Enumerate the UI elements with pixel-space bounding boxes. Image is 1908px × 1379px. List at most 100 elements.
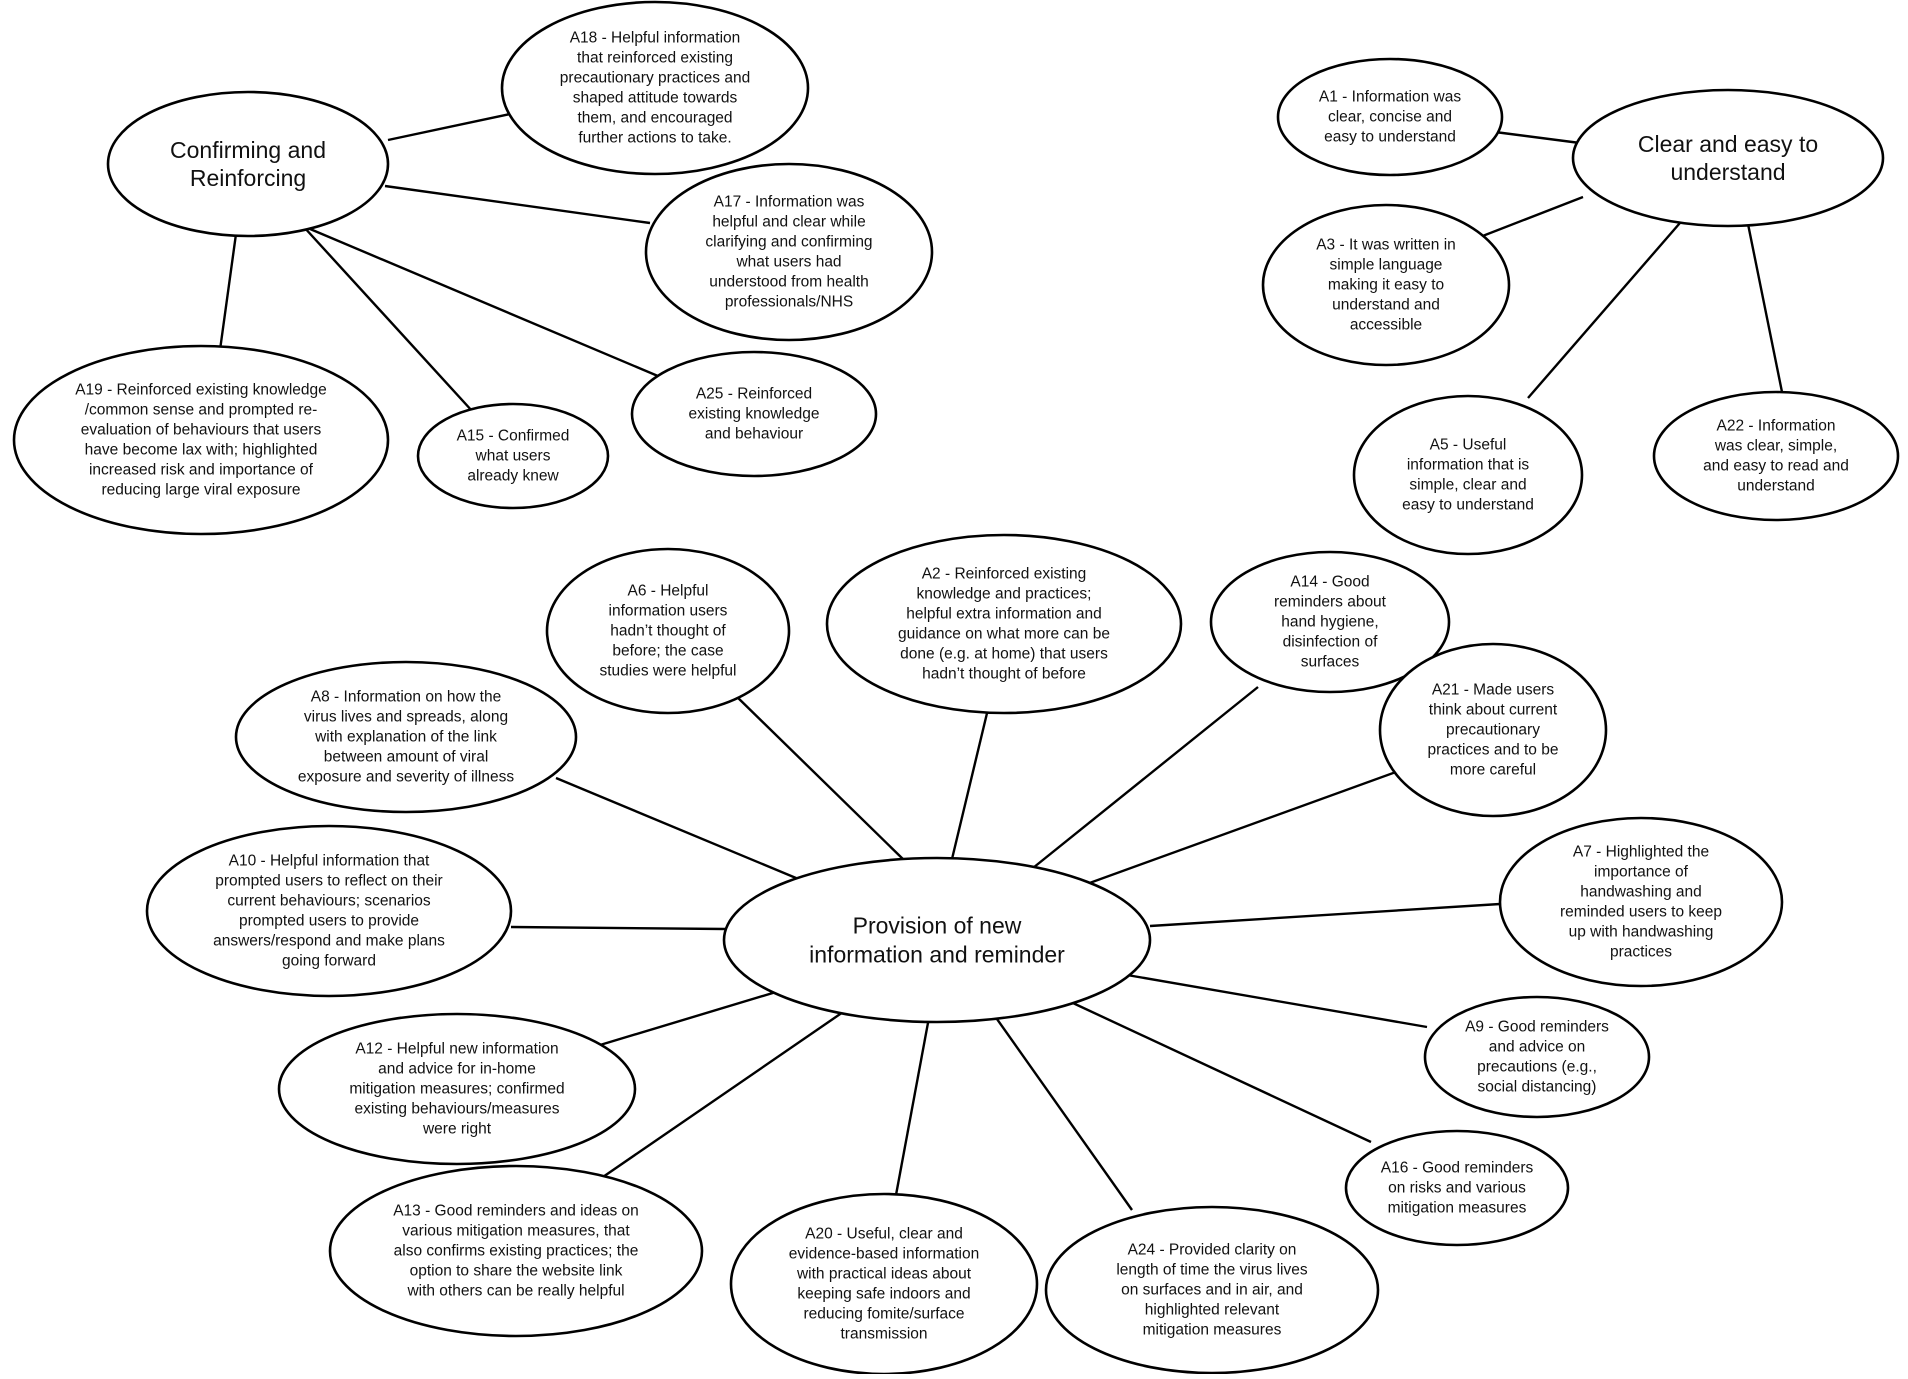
node-label-line: up with handwashing — [1569, 924, 1714, 941]
node-label-line: practices — [1610, 944, 1672, 961]
node-label-line: was clear, simple, — [1714, 438, 1837, 455]
node-label-line: going forward — [282, 953, 376, 970]
node-label-line: information users — [609, 603, 728, 620]
edge-confirming-a18 — [387, 112, 511, 142]
node-label-line: various mitigation measures, that — [402, 1223, 630, 1240]
node-label-line: understood from health — [709, 274, 868, 291]
node-ellipse — [500, 0, 810, 176]
node-label-line: disinfection of — [1283, 634, 1378, 651]
theme-label-line: understand — [1670, 159, 1785, 185]
edge-provision-a9 — [1126, 973, 1428, 1029]
node-label-line: A13 - Good reminders and ideas on — [393, 1203, 639, 1220]
node-label-line: social distancing) — [1478, 1079, 1597, 1096]
node-a17: A17 - Information was helpful and clear w… — [644, 162, 934, 342]
theme-ellipse — [106, 90, 390, 238]
edge-provision-a24 — [991, 1011, 1133, 1211]
node-ellipse — [1209, 550, 1451, 694]
node-label-line: further actions to take. — [578, 130, 731, 147]
node-label-line: A19 - Reinforced existing knowledge — [75, 382, 327, 399]
node-label-line: understand and — [1332, 297, 1440, 314]
node-a19: A19 - Reinforced existing knowledge/comm… — [12, 344, 390, 536]
node-ellipse — [1378, 642, 1608, 818]
node-ellipse — [1652, 390, 1900, 522]
node-label-line: existing knowledge — [689, 406, 820, 423]
node-label-line: reminded users to keep — [1560, 904, 1722, 921]
node-label-line: think about current — [1429, 702, 1558, 719]
node-label-line: A9 - Good reminders — [1465, 1019, 1609, 1036]
node-label-line: guidance on what more can be — [898, 626, 1110, 643]
node-label-line: A1 - Information was — [1319, 89, 1461, 106]
edge-provision-a8 — [555, 776, 821, 890]
node-ellipse — [825, 533, 1183, 715]
node-label-line: A2 - Reinforced existing — [922, 566, 1087, 583]
node-label-line: also confirms existing practices; the — [394, 1243, 639, 1260]
node-label-line: shaped attitude towards — [573, 90, 738, 107]
node-label-line: /common sense and prompted re- — [85, 402, 318, 419]
node-label-line: simple, clear and — [1409, 477, 1526, 494]
node-label-line: them, and encouraged — [577, 110, 732, 127]
edge-provision-a2 — [950, 708, 990, 860]
node-label-line: reducing large viral exposure — [101, 482, 300, 499]
node-label-line: with explanation of the link — [314, 729, 497, 746]
node-ellipse — [1423, 995, 1651, 1119]
edge-provision-a6 — [731, 691, 907, 863]
node-label-line: existing behaviours/measures — [354, 1101, 559, 1118]
edge-clear-a5 — [1527, 215, 1687, 399]
node-label-line: A14 - Good — [1290, 574, 1369, 591]
node-label-line: transmission — [841, 1326, 928, 1343]
node-ellipse — [328, 1164, 704, 1338]
node-label-line: exposure and severity of illness — [298, 769, 515, 786]
node-label-line: option to share the website link — [410, 1263, 623, 1280]
node-label-line: A15 - Confirmed — [457, 428, 570, 445]
node-label-line: on risks and various — [1388, 1180, 1526, 1197]
edge-provision-a12 — [599, 987, 787, 1047]
node-label-line: reminders about — [1274, 594, 1387, 611]
node-label-line: hadn’t thought of before — [922, 666, 1086, 683]
node-label-line: helpful and clear while — [712, 214, 865, 231]
node-label-line: evaluation of behaviours that users — [81, 422, 322, 439]
node-label-line: clarifying and confirming — [705, 234, 872, 251]
node-label-line: precautions (e.g., — [1477, 1059, 1597, 1076]
node-label-line: what users had — [735, 254, 841, 271]
node-label-line: A24 - Provided clarity on — [1128, 1242, 1297, 1259]
node-ellipse — [1498, 816, 1784, 988]
node-ellipse — [1044, 1205, 1380, 1375]
edge-provision-a14 — [1017, 686, 1259, 881]
node-label-line: current behaviours; scenarios — [227, 893, 431, 910]
node-label-line: easy to understand — [1324, 129, 1456, 146]
theme-label-line: information and reminder — [809, 942, 1065, 968]
theme-label-line: Confirming and — [170, 137, 326, 163]
node-label-line: answers/respond and make plans — [213, 933, 445, 950]
edge-provision-a13 — [599, 1009, 847, 1180]
node-label-line: A17 - Information was — [714, 194, 865, 211]
node-label-line: A18 - Helpful information — [570, 30, 741, 47]
node-ellipse — [545, 547, 791, 715]
node-label-line: A25 - Reinforced — [696, 386, 812, 403]
node-label-line: with others can be really helpful — [406, 1283, 624, 1300]
edge-provision-a20 — [894, 1011, 932, 1196]
node-label-line: A3 - It was written in — [1316, 237, 1456, 254]
node-label-line: helpful extra information and — [906, 606, 1102, 623]
node-label-line: precautionary — [1446, 722, 1540, 739]
node-a13: A13 - Good reminders and ideas on various… — [328, 1164, 704, 1338]
edge-clear-a3 — [1479, 195, 1584, 239]
node-label-line: A20 - Useful, clear and — [805, 1226, 963, 1243]
edge-confirming-a15 — [302, 225, 474, 413]
edges-layer — [218, 112, 1784, 1211]
node-label-line: mitigation measures — [1388, 1200, 1527, 1217]
